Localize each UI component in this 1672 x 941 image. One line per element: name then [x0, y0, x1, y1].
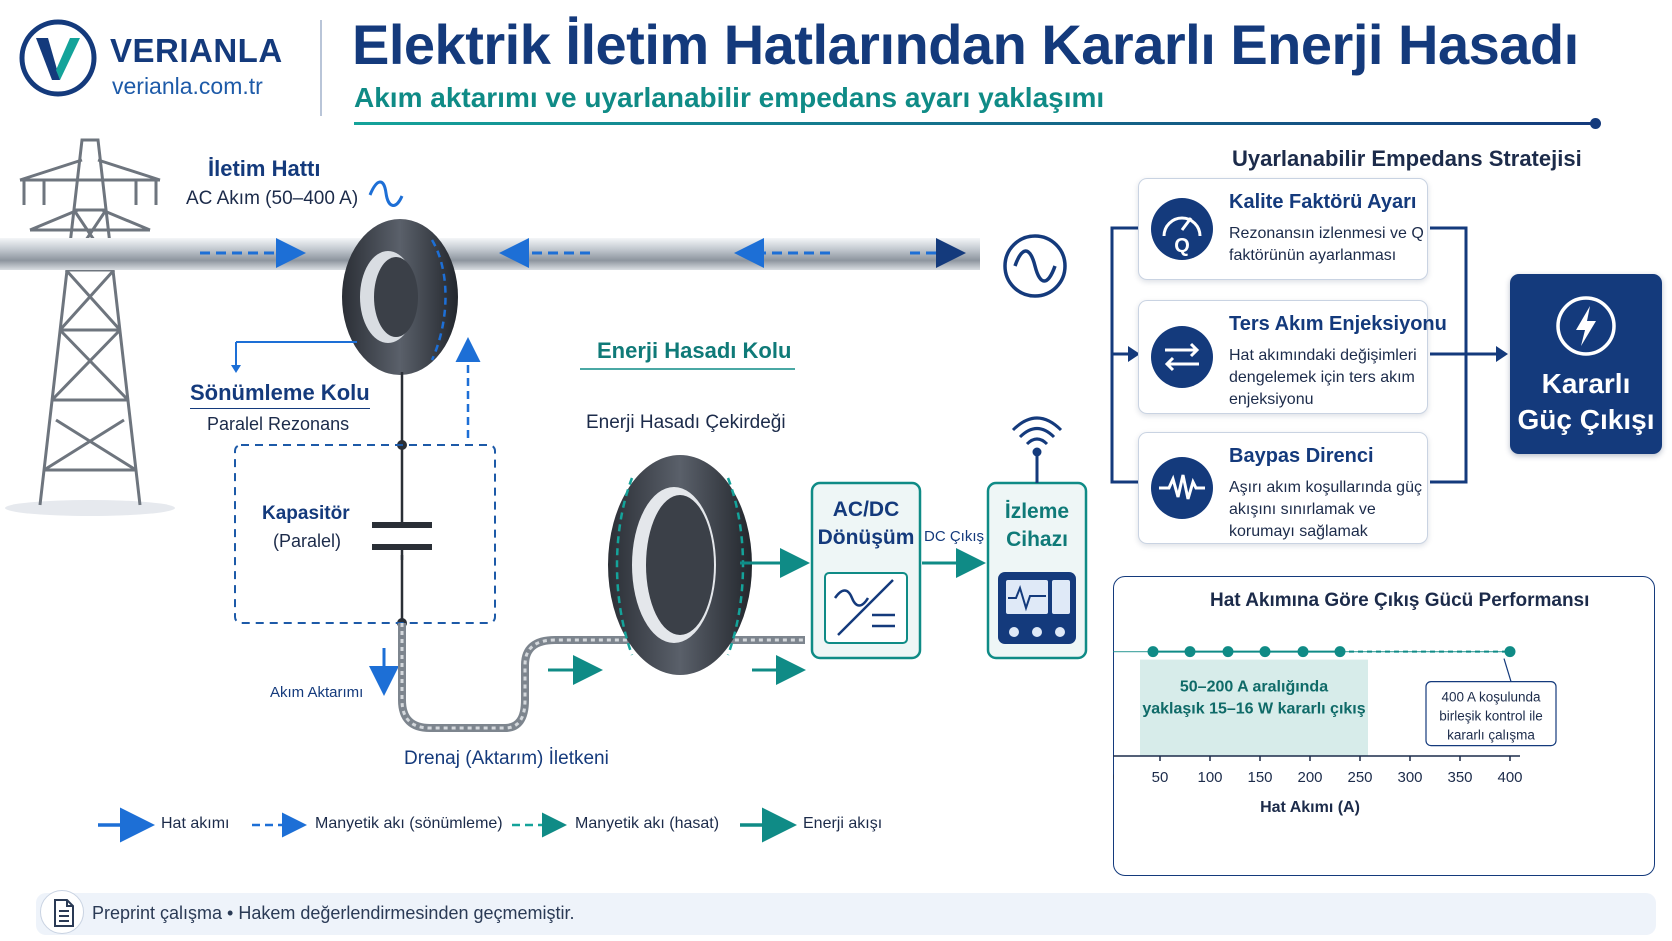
acdc-converter-icon: [833, 579, 895, 636]
strategy-card-reverse-injection[interactable]: Ters Akım Enjeksiyonu Hat akımındaki değ…: [1138, 300, 1447, 414]
transmission-line: [0, 238, 980, 270]
strategy-card-title: Baypas Direnci: [1229, 445, 1374, 467]
strategy-title: Uyarlanabilir Empedans Stratejisi: [1232, 146, 1582, 171]
footer-bar: [36, 893, 1656, 935]
monitor-label-1: İzleme: [1004, 500, 1070, 523]
data-point: [1259, 646, 1271, 658]
x-tick-label: 50: [1152, 769, 1169, 786]
reverse-arrows-icon: [1151, 326, 1213, 388]
strategy-card-title: Ters Akım Enjeksiyonu: [1229, 313, 1447, 335]
line-current-label: AC Akım (50–400 A): [186, 188, 359, 209]
annotation-pointer: [1503, 658, 1512, 682]
ac-wave-icon: [368, 180, 404, 207]
line-title: İletim Hattı: [208, 156, 321, 181]
page-title: Elektrik İletim Hatlarından Kararlı Ener…: [352, 13, 1579, 76]
dc-out-label: DC Çıkış: [924, 528, 984, 545]
brand-name: VERIANLA: [110, 32, 283, 69]
capacitor-icon: [372, 522, 432, 550]
strategy-card-bypass-resistor[interactable]: Baypas Direnci Aşırı akım koşullarında g…: [1138, 432, 1428, 544]
capacitor-sub: (Paralel): [273, 531, 342, 551]
x-tick-label: 400: [1497, 769, 1522, 786]
header-divider: [320, 20, 322, 116]
lightning-icon: [1556, 296, 1616, 356]
legend-flux-damping: Manyetik akı (sönümleme): [315, 815, 503, 832]
page-subtitle: Akım aktarımı ve uyarlanabilir empedans …: [354, 82, 1105, 113]
x-tick-label: 100: [1197, 769, 1222, 786]
annotation-point-text: 400 A koşulunda: [1441, 690, 1541, 705]
data-point: [1334, 646, 1346, 658]
highlight-band: [1140, 659, 1368, 756]
brand-logo-icon: [19, 19, 97, 97]
monitor-label-2: Cihazı: [1006, 528, 1068, 551]
brand-url[interactable]: verianla.com.tr: [112, 73, 263, 99]
x-axis-label: Hat Akımı (A): [1260, 799, 1360, 816]
acdc-label-2: Dönüşüm: [817, 526, 915, 549]
current-transfer-label: Akım Aktarımı: [270, 684, 364, 701]
x-tick-label: 350: [1447, 769, 1472, 786]
chart-plot-group: 0510152025050100150200250300350400Hat Ak…: [1113, 646, 1557, 816]
strategy-connectors: [1110, 226, 1508, 484]
capacitor-title: Kapasitör: [262, 503, 350, 524]
performance-chart: 0510152025050100150200250300350400Hat Ak…: [1113, 646, 1557, 816]
x-tick-label: 200: [1297, 769, 1322, 786]
transmission-tower-icon: [5, 138, 175, 516]
output-label-1: Kararlı: [1541, 368, 1631, 399]
x-tick-label: 150: [1247, 769, 1272, 786]
chart-plot-area: 0510152025050100150200250300350400Hat Ak…: [1113, 646, 1557, 816]
ac-source-icon: [1003, 234, 1067, 298]
capacitor-box: [234, 444, 496, 624]
title-rule-dot: [1590, 118, 1601, 129]
damping-ring: [342, 219, 458, 375]
x-tick-label: 300: [1397, 769, 1422, 786]
stable-output-box[interactable]: Kararlı Güç Çıkışı: [1510, 274, 1662, 454]
acdc-label-1: AC/DC: [832, 498, 900, 521]
wifi-icon: [1011, 416, 1063, 483]
x-tick-label: 250: [1347, 769, 1372, 786]
data-point: [1222, 646, 1234, 658]
strategy-card-desc: Hat akımındaki değişimleri dengelemek iç…: [1229, 347, 1417, 408]
chart-title: Hat Akımına Göre Çıkış Gücü Performansı: [1210, 590, 1590, 611]
output-label-2: Güç Çıkışı: [1517, 404, 1655, 435]
harvest-branch-title: Enerji Hasadı Kolu: [597, 338, 792, 363]
data-point: [1147, 646, 1159, 658]
legend-line-current: Hat akımı: [161, 815, 230, 832]
annotation-band-text: 50–200 A aralığında: [1180, 679, 1328, 696]
document-icon: [40, 890, 84, 934]
resistor-wave-icon: [1151, 457, 1213, 519]
damping-title: Sönümleme Kolu: [190, 380, 370, 409]
legend-energy-flow: Enerji akışı: [803, 815, 883, 832]
strategy-card-title: Kalite Faktörü Ayarı: [1229, 191, 1417, 213]
data-point: [1297, 646, 1309, 658]
strategy-card-quality-factor[interactable]: Q Kalite Faktörü Ayarı Rezonansın izlenm…: [1138, 178, 1428, 280]
strategy-card-desc: Aşırı akım koşullarında güç akışını sını…: [1229, 479, 1422, 540]
footer-text: Preprint çalışma • Hakem değerlendirmesi…: [92, 903, 575, 923]
gauge-q-icon: Q: [1151, 198, 1213, 260]
data-point: [1504, 646, 1516, 658]
system-diagram: [0, 138, 1088, 843]
x-tick-label: 0: [1113, 769, 1114, 786]
monitoring-device-icon: [998, 572, 1076, 644]
annotation-point-text: kararlı çalışma: [1447, 728, 1535, 743]
annotation-point-text: birleşik kontrol ile: [1439, 709, 1543, 724]
damping-sub: Paralel Rezonans: [207, 414, 350, 434]
legend-flux-harvest: Manyetik akı (hasat): [575, 815, 720, 832]
title-rule: [354, 122, 1594, 125]
harvest-core-ring: [608, 455, 752, 675]
harvest-core-label: Enerji Hasadı Çekirdeği: [586, 412, 786, 433]
drain-conductor-label: Drenaj (Aktarım) İletkeni: [404, 748, 609, 769]
annotation-point-box: [1425, 680, 1557, 747]
annotation-band-text: yaklaşık 15–16 W kararlı çıkış: [1142, 701, 1365, 718]
strategy-card-desc: Rezonansın izlenmesi ve Q faktörünün aya…: [1229, 225, 1424, 264]
svg-text:Q: Q: [1174, 235, 1190, 257]
data-point: [1184, 646, 1196, 658]
